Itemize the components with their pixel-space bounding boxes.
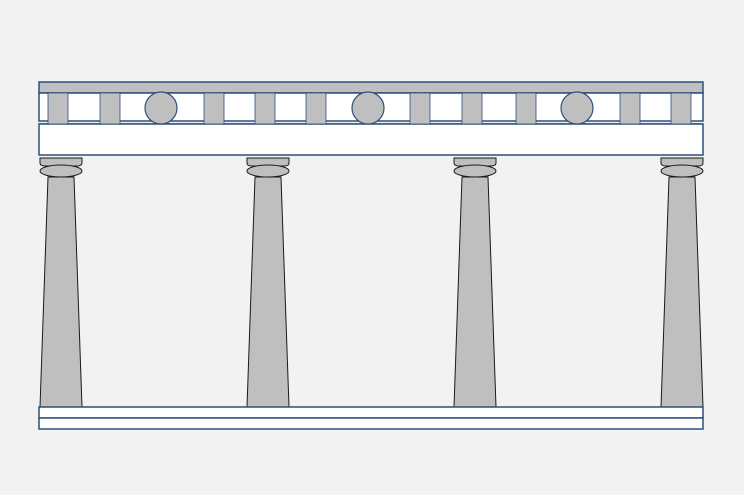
stylobate — [38, 406, 704, 430]
column — [660, 157, 704, 408]
column-echinus — [453, 164, 497, 178]
base-step-lower — [38, 417, 704, 430]
triglyph — [409, 92, 431, 125]
base-step-upper — [38, 406, 704, 419]
column-shaft — [246, 176, 290, 408]
metope-disc — [560, 91, 594, 125]
triglyph — [305, 92, 327, 125]
triglyph — [99, 92, 121, 125]
colonnade — [39, 157, 704, 408]
metope-disc — [144, 91, 178, 125]
cornice-band — [38, 81, 704, 94]
triglyph — [203, 92, 225, 125]
column-echinus — [39, 164, 83, 178]
triglyph — [461, 92, 483, 125]
entablature — [38, 81, 704, 156]
column-echinus — [246, 164, 290, 178]
triglyph — [515, 92, 537, 125]
column-echinus — [660, 164, 704, 178]
column-abacus — [246, 157, 290, 167]
frieze-elements — [47, 91, 692, 125]
column-shaft — [39, 176, 83, 408]
triglyph — [254, 92, 276, 125]
column — [39, 157, 83, 408]
column-shaft — [660, 176, 704, 408]
column — [453, 157, 497, 408]
triglyph — [670, 92, 692, 125]
column-abacus — [39, 157, 83, 167]
column-abacus — [453, 157, 497, 167]
column-abacus — [660, 157, 704, 167]
column — [246, 157, 290, 408]
architrave — [38, 123, 704, 156]
metope-disc — [351, 91, 385, 125]
column-shaft — [453, 176, 497, 408]
triglyph — [47, 92, 69, 125]
triglyph — [619, 92, 641, 125]
